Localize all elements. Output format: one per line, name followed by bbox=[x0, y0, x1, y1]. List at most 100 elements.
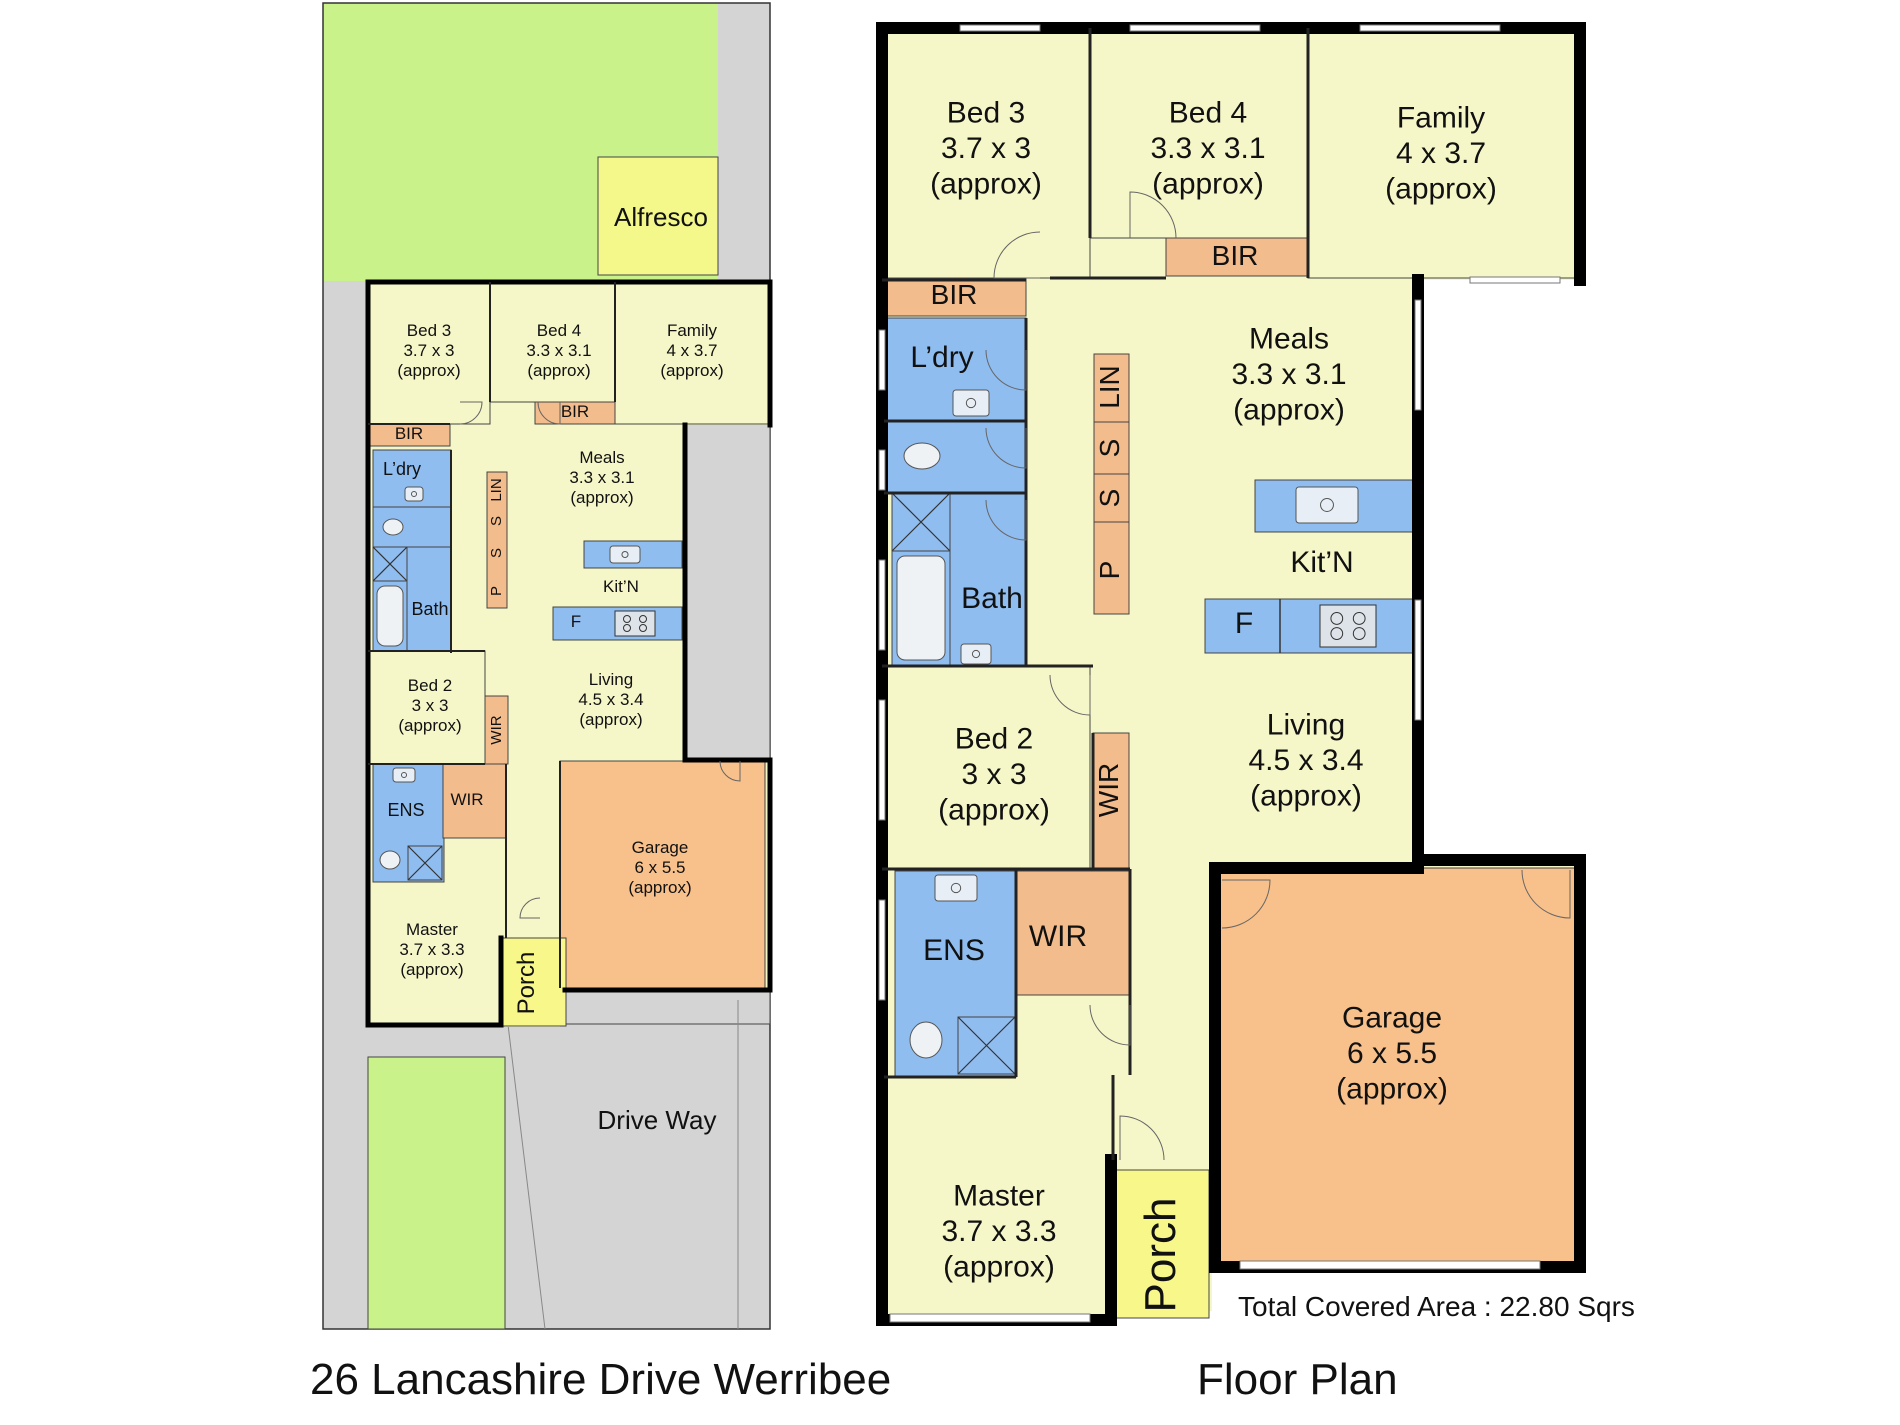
living-label-line: (approx) bbox=[1250, 779, 1362, 812]
wir-a-label-line: WIR bbox=[488, 715, 505, 744]
bed2-label-line: (approx) bbox=[938, 793, 1050, 826]
family-label-line: (approx) bbox=[1385, 172, 1497, 205]
bath-shower-cross bbox=[372, 546, 408, 582]
master-label-line: (approx) bbox=[943, 1250, 1055, 1283]
bath-sink bbox=[960, 643, 992, 665]
f-label-line: F bbox=[1235, 607, 1253, 640]
meals-label-line: 3.3 x 3.1 bbox=[1231, 358, 1346, 391]
front-lawn bbox=[367, 1056, 506, 1330]
bed3-label-line: (approx) bbox=[397, 362, 460, 381]
bath-label-line: Bath bbox=[411, 599, 448, 619]
lin-cupboards bbox=[1093, 353, 1130, 615]
s2-label: S bbox=[1094, 489, 1125, 508]
master-label-line: Master bbox=[406, 920, 458, 939]
f-label: F bbox=[1235, 607, 1253, 640]
plan-door bbox=[1521, 869, 1571, 919]
ldry-label-line: L’dry bbox=[383, 459, 421, 479]
bir-a-label: BIR bbox=[395, 424, 423, 443]
site-cooktop-burner bbox=[639, 624, 647, 632]
ldry-sink-drain bbox=[410, 490, 418, 498]
ens-label: ENS bbox=[923, 934, 985, 967]
p-label: P bbox=[1094, 561, 1125, 580]
living-label-line: 4.5 x 3.4 bbox=[578, 690, 643, 709]
living-label-line: Living bbox=[589, 670, 633, 689]
living-label-line: (approx) bbox=[579, 711, 642, 730]
meals-label-line: (approx) bbox=[1233, 393, 1345, 426]
site-cooktop-burner bbox=[623, 624, 631, 632]
family-label-line: 4 x 3.7 bbox=[1396, 137, 1486, 170]
window bbox=[878, 699, 886, 821]
alfresco-label: Alfresco bbox=[614, 202, 708, 232]
plan-door bbox=[985, 427, 1027, 469]
ens-shower-cross bbox=[957, 1016, 1016, 1075]
window bbox=[1414, 599, 1422, 721]
bir-a-label: BIR bbox=[931, 279, 978, 310]
wc-toilet bbox=[903, 442, 941, 470]
wir-b-label-line: WIR bbox=[1029, 920, 1087, 953]
wir-a-label: WIR bbox=[1093, 763, 1124, 817]
ens-toilet bbox=[379, 850, 401, 870]
bed3-label-line: (approx) bbox=[930, 167, 1042, 200]
ldry-sink bbox=[952, 389, 990, 417]
ens-sink-drain bbox=[950, 882, 962, 894]
ens-sink bbox=[392, 767, 416, 783]
site-wall-top bbox=[365, 279, 773, 428]
wir-b bbox=[442, 763, 507, 839]
plan-door bbox=[1089, 1004, 1131, 1046]
s2-label: S bbox=[488, 548, 505, 558]
bed4-label-line: 3.3 x 3.1 bbox=[1150, 132, 1265, 165]
f-label: F bbox=[571, 612, 581, 631]
bir-b-label: BIR bbox=[1212, 240, 1259, 271]
family-room bbox=[614, 281, 771, 425]
bir-a-label-line: BIR bbox=[395, 424, 423, 443]
plan-door bbox=[1119, 1115, 1165, 1161]
garage-door bbox=[1239, 1260, 1541, 1270]
porch bbox=[500, 937, 567, 1027]
bir-a-label-line: BIR bbox=[931, 279, 978, 310]
s2-label-line: S bbox=[488, 548, 505, 558]
bed2-label-line: (approx) bbox=[398, 717, 461, 736]
wir-a-label: WIR bbox=[488, 715, 505, 744]
family-label-line: 4 x 3.7 bbox=[666, 341, 717, 360]
window bbox=[1129, 24, 1261, 32]
master-label-line: Master bbox=[953, 1180, 1045, 1213]
lin-cupboards bbox=[486, 471, 508, 609]
bed2-room bbox=[883, 665, 1091, 870]
porch-label: Porch bbox=[1136, 1198, 1185, 1313]
bed2-label-line: 3 x 3 bbox=[412, 696, 449, 715]
bed4-room bbox=[1089, 29, 1309, 239]
garage bbox=[559, 760, 766, 989]
site-internal-walls bbox=[368, 282, 616, 988]
meals-label-line: Meals bbox=[579, 448, 624, 467]
ens-sink bbox=[934, 874, 978, 902]
property-address: 26 Lancashire Drive Werribee bbox=[310, 1355, 892, 1404]
bed3-room bbox=[881, 29, 1091, 279]
f-label-line: F bbox=[571, 612, 581, 631]
bath-label: Bath bbox=[961, 582, 1023, 615]
kitn-label: Kit’N bbox=[1290, 546, 1353, 579]
window bbox=[959, 24, 1041, 32]
plan-cooktop bbox=[1319, 604, 1377, 648]
window bbox=[878, 559, 886, 651]
site-cooktop-burner bbox=[639, 615, 647, 623]
plan-door bbox=[1221, 879, 1271, 929]
bath-room bbox=[949, 492, 1027, 667]
kitn-label-line: Kit’N bbox=[1290, 546, 1353, 579]
s1-label-line: S bbox=[1094, 439, 1125, 458]
porch-label: Porch bbox=[513, 952, 540, 1015]
cupboard-dividers bbox=[1094, 421, 1129, 523]
bir-b-label-line: BIR bbox=[561, 402, 589, 421]
bath-shower-cross bbox=[891, 492, 951, 552]
garage-label-line: (approx) bbox=[1336, 1072, 1448, 1105]
plan-cooktop-burner bbox=[1352, 612, 1366, 625]
garage-label-line: Garage bbox=[632, 838, 689, 857]
bed4-label-line: Bed 4 bbox=[1169, 97, 1247, 130]
lin-label: LIN bbox=[488, 478, 505, 501]
ens-label: ENS bbox=[387, 800, 424, 820]
